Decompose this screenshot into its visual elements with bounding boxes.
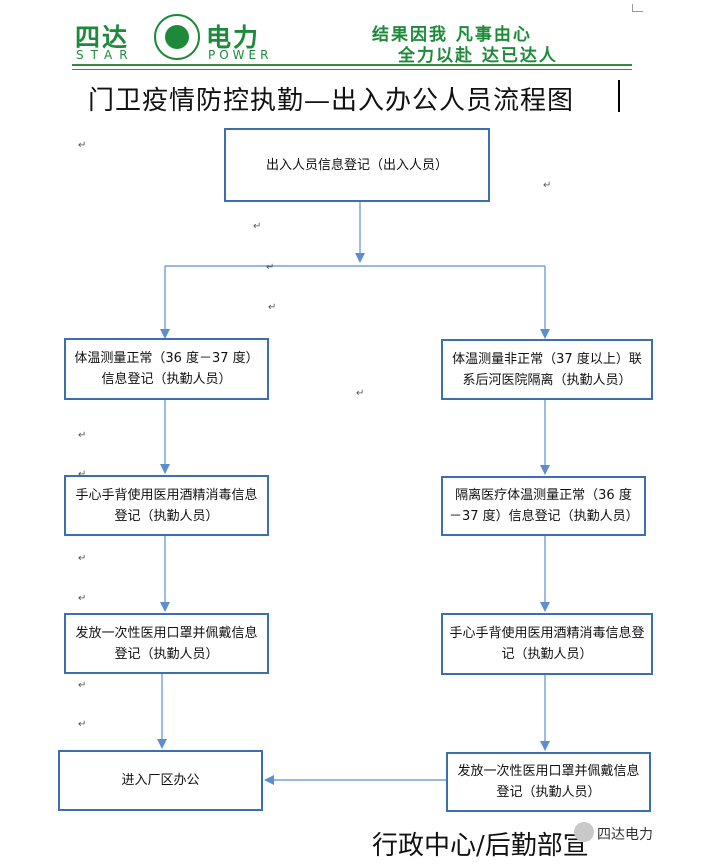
watermark-text: 四达电力 (597, 827, 653, 843)
footer-department: 行政中心/后勤部宣 (372, 831, 589, 861)
flow-box-right-3: 手心手背使用医用酒精消毒信息登记（执勤人员） (441, 613, 653, 675)
logo-text-en-1: STAR (76, 48, 135, 62)
paragraph-mark-icon: ↵ (78, 719, 87, 730)
page-corner-mark (632, 4, 633, 12)
text-cursor (618, 80, 620, 112)
paragraph-mark-icon: ↵ (266, 262, 275, 273)
flow-box-text: 隔离医疗体温测量正常（36 度－37 度）信息登记（执勤人员） (449, 488, 639, 524)
paragraph-mark-icon: ↵ (78, 553, 87, 564)
header-rule (72, 64, 632, 66)
flow-box-left-1: 体温测量正常（36 度－37 度）信息登记（执勤人员） (64, 338, 269, 400)
header-rule-thin (72, 69, 632, 70)
logo-seal-icon (154, 14, 200, 60)
flow-box-start: 出入人员信息登记（出入人员） (224, 128, 490, 202)
flow-box-text: 手心手背使用医用酒精消毒信息登记（执勤人员） (75, 487, 258, 524)
flow-box-text: 发放一次性医用口罩并佩戴信息登记（执勤人员） (457, 764, 640, 800)
wechat-logo-icon (574, 822, 594, 842)
logo-text-cn-2: 电力 (206, 23, 261, 52)
flow-box-end: 进入厂区办公 (58, 750, 263, 811)
paragraph-mark-icon: ↵ (543, 180, 552, 191)
flow-box-text: 出入人员信息登记（出入人员） (265, 157, 448, 173)
paragraph-mark-icon: ↵ (78, 430, 87, 441)
paragraph-mark-icon: ↵ (78, 140, 87, 151)
flow-box-text: 发放一次性医用口罩并佩戴信息登记（执勤人员） (75, 625, 258, 662)
flow-box-text: 体温测量非正常（37 度以上）联系后河医院隔离（执勤人员） (452, 351, 642, 388)
flow-box-right-4: 发放一次性医用口罩并佩戴信息登记（执勤人员） (446, 752, 651, 812)
paragraph-mark-icon: ↵ (78, 680, 87, 691)
paragraph-mark-icon: ↵ (253, 221, 262, 232)
slogan-line-2: 全力以赴 达已达人 (398, 46, 558, 66)
paragraph-mark-icon: ↵ (78, 469, 87, 480)
page-title: 门卫疫情防控执勤—出入办公人员流程图 (88, 86, 575, 116)
paragraph-mark-icon: ↵ (78, 593, 87, 604)
logo-text-en-2: POWER (208, 48, 273, 62)
logo-text-cn-1: 四达 (75, 23, 130, 52)
paragraph-mark-icon: ↵ (268, 302, 277, 313)
flow-box-left-2: 手心手背使用医用酒精消毒信息登记（执勤人员） (64, 475, 269, 536)
paragraph-mark-icon: ↵ (356, 388, 365, 399)
page-corner-mark (633, 11, 643, 12)
slogan-line-1: 结果因我 凡事由心 (372, 25, 532, 45)
flow-box-left-3: 发放一次性医用口罩并佩戴信息登记（执勤人员） (64, 613, 269, 674)
flow-box-text: 进入厂区办公 (121, 773, 200, 788)
flow-box-text: 手心手背使用医用酒精消毒信息登记（执勤人员） (449, 626, 645, 662)
flow-box-text: 体温测量正常（36 度－37 度）信息登记（执勤人员） (74, 351, 259, 387)
flow-box-right-1: 体温测量非正常（37 度以上）联系后河医院隔离（执勤人员） (441, 339, 653, 400)
flow-box-right-2: 隔离医疗体温测量正常（36 度－37 度）信息登记（执勤人员） (441, 476, 646, 536)
